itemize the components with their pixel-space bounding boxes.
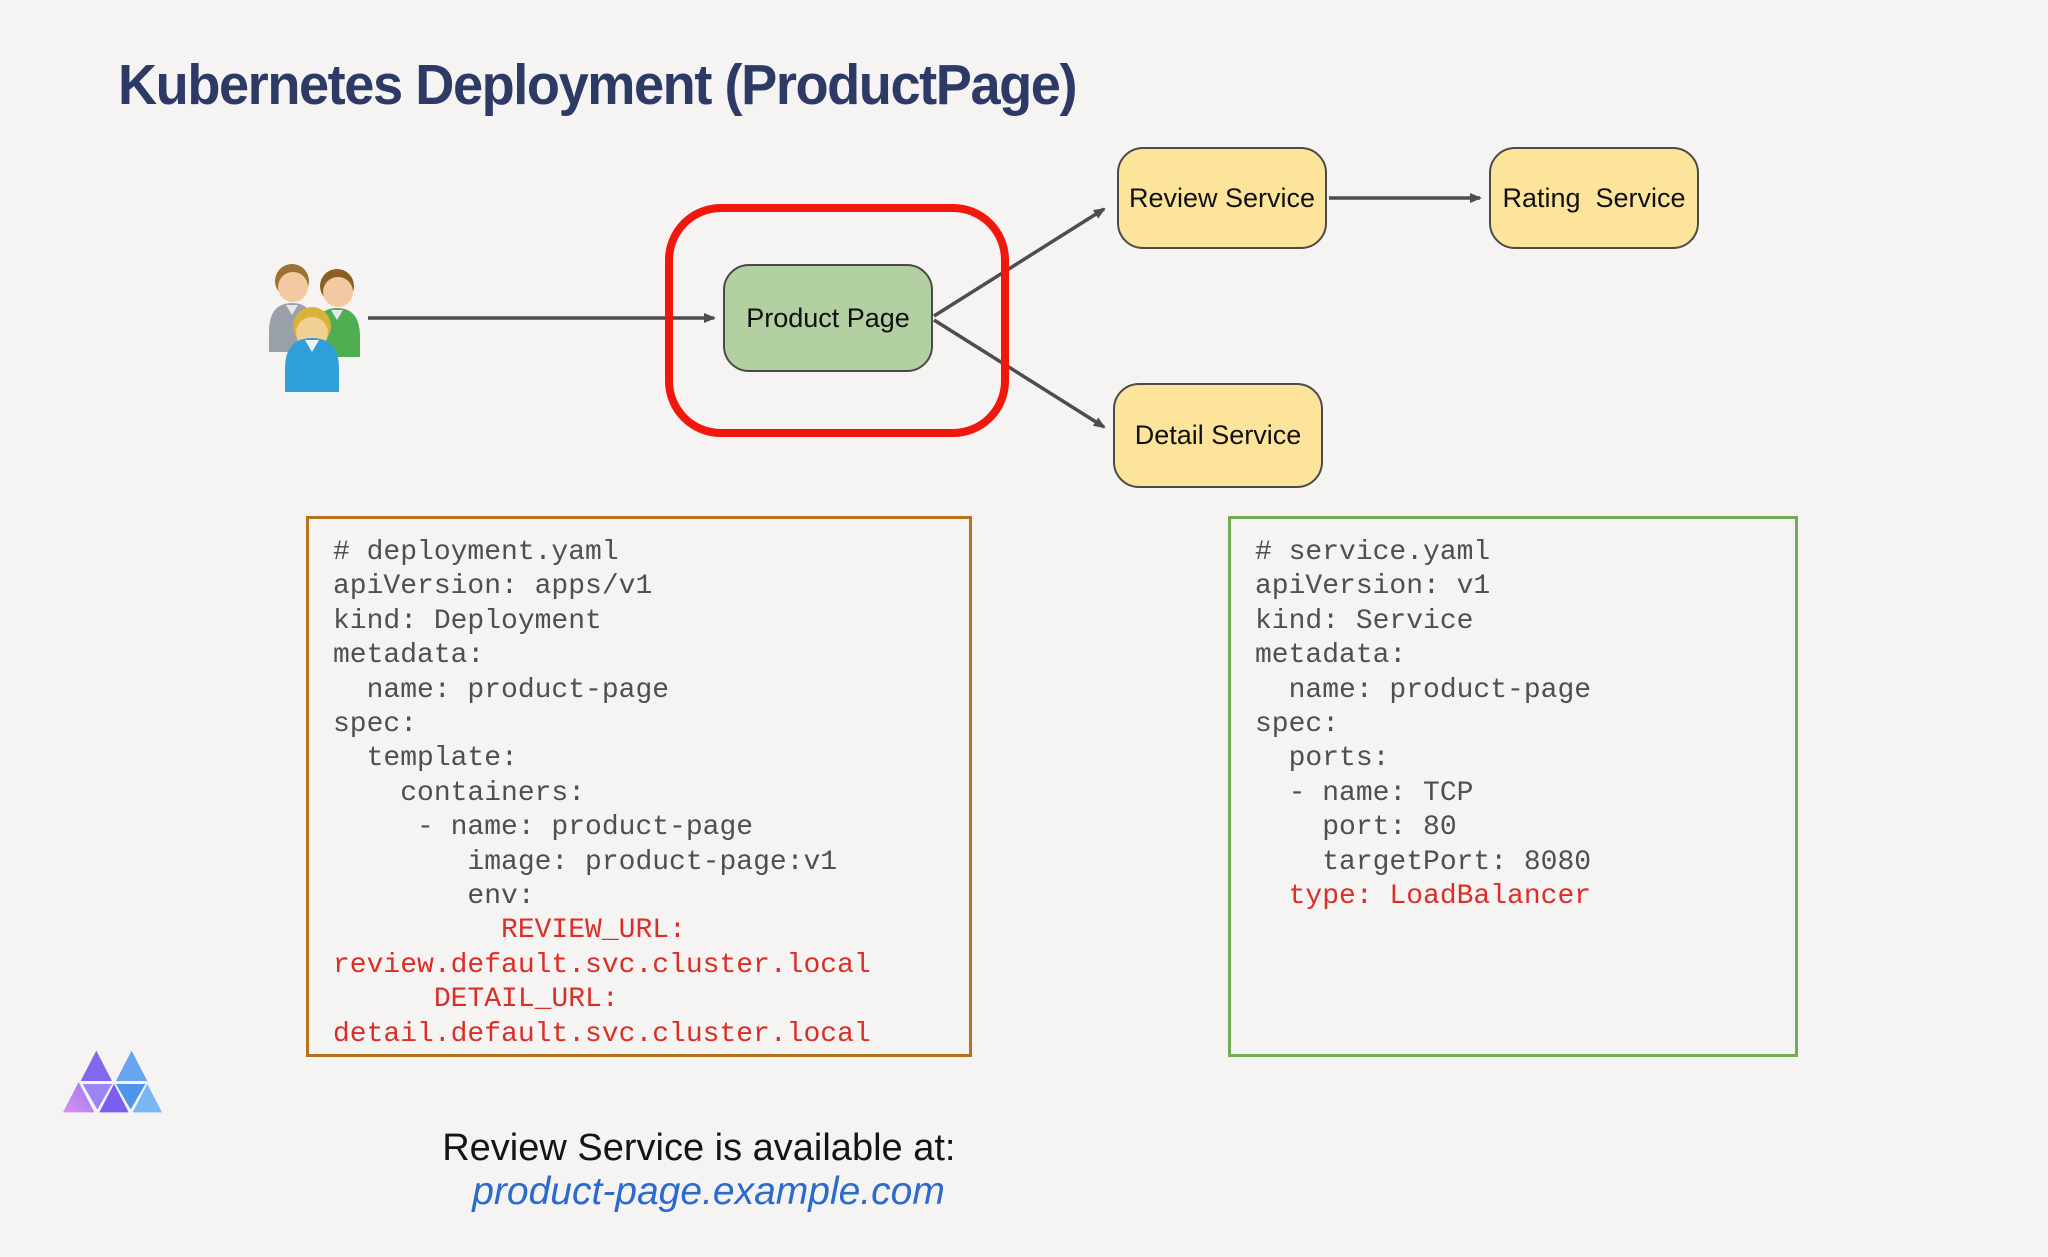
node-product-page-label: Product Page	[746, 302, 910, 333]
node-rating-service: Rating Service	[1489, 147, 1699, 249]
code-line: REVIEW_URL:	[333, 915, 686, 947]
code-line: name: product-page	[333, 674, 670, 706]
code-line: type: LoadBalancer	[1255, 881, 1592, 913]
node-product-page: Product Page	[723, 264, 933, 372]
code-line: spec:	[333, 709, 418, 741]
code-line: - name: product-page	[333, 812, 754, 844]
code-line: kind: Deployment	[333, 605, 602, 637]
code-line: name: product-page	[1255, 674, 1592, 706]
slide-canvas: Kubernetes Deployment (ProductPage)	[62, 53, 1798, 1213]
code-line: apiVersion: apps/v1	[333, 571, 653, 603]
code-line: # service.yaml	[1255, 537, 1491, 568]
page-title: Kubernetes Deployment (ProductPage)	[118, 53, 1078, 117]
node-review-service-label: Review Service	[1128, 182, 1316, 213]
code-line: detail.default.svc.cluster.local	[333, 1018, 871, 1050]
code-line: kind: Service	[1255, 605, 1474, 637]
caption: Review Service is available at: product-…	[400, 1084, 955, 1257]
code-line: template:	[333, 743, 518, 775]
code-line: spec:	[1255, 709, 1340, 741]
node-rating-service-label: Rating Service	[1502, 182, 1686, 213]
node-detail-service-label: Detail Service	[1134, 420, 1302, 450]
code-line: - name: TCP	[1255, 777, 1474, 809]
node-review-service: Review Service	[1117, 147, 1327, 249]
code-line: metadata:	[1255, 640, 1407, 672]
code-line: containers:	[333, 777, 586, 809]
brand-logo-icon	[62, 1050, 163, 1113]
code-line: image: product-page:v1	[333, 846, 838, 878]
code-line: targetPort: 8080	[1255, 846, 1592, 878]
users-icon	[269, 264, 360, 392]
code-line: metadata:	[333, 640, 485, 672]
code-line: DETAIL_URL:	[333, 984, 619, 1016]
productpage-highlight-ring	[665, 204, 1009, 437]
node-detail-service: Detail Service	[1113, 383, 1323, 488]
code-line: # deployment.yaml	[333, 537, 619, 568]
code-line: review.default.svc.cluster.local	[333, 949, 871, 981]
code-line: port: 80	[1255, 812, 1457, 844]
caption-link[interactable]: product-page.example.com	[472, 1170, 945, 1213]
caption-text: Review Service is available at:	[442, 1127, 956, 1169]
code-line: env:	[333, 881, 535, 913]
code-line: apiVersion: v1	[1255, 571, 1491, 603]
code-line: ports:	[1255, 743, 1390, 775]
